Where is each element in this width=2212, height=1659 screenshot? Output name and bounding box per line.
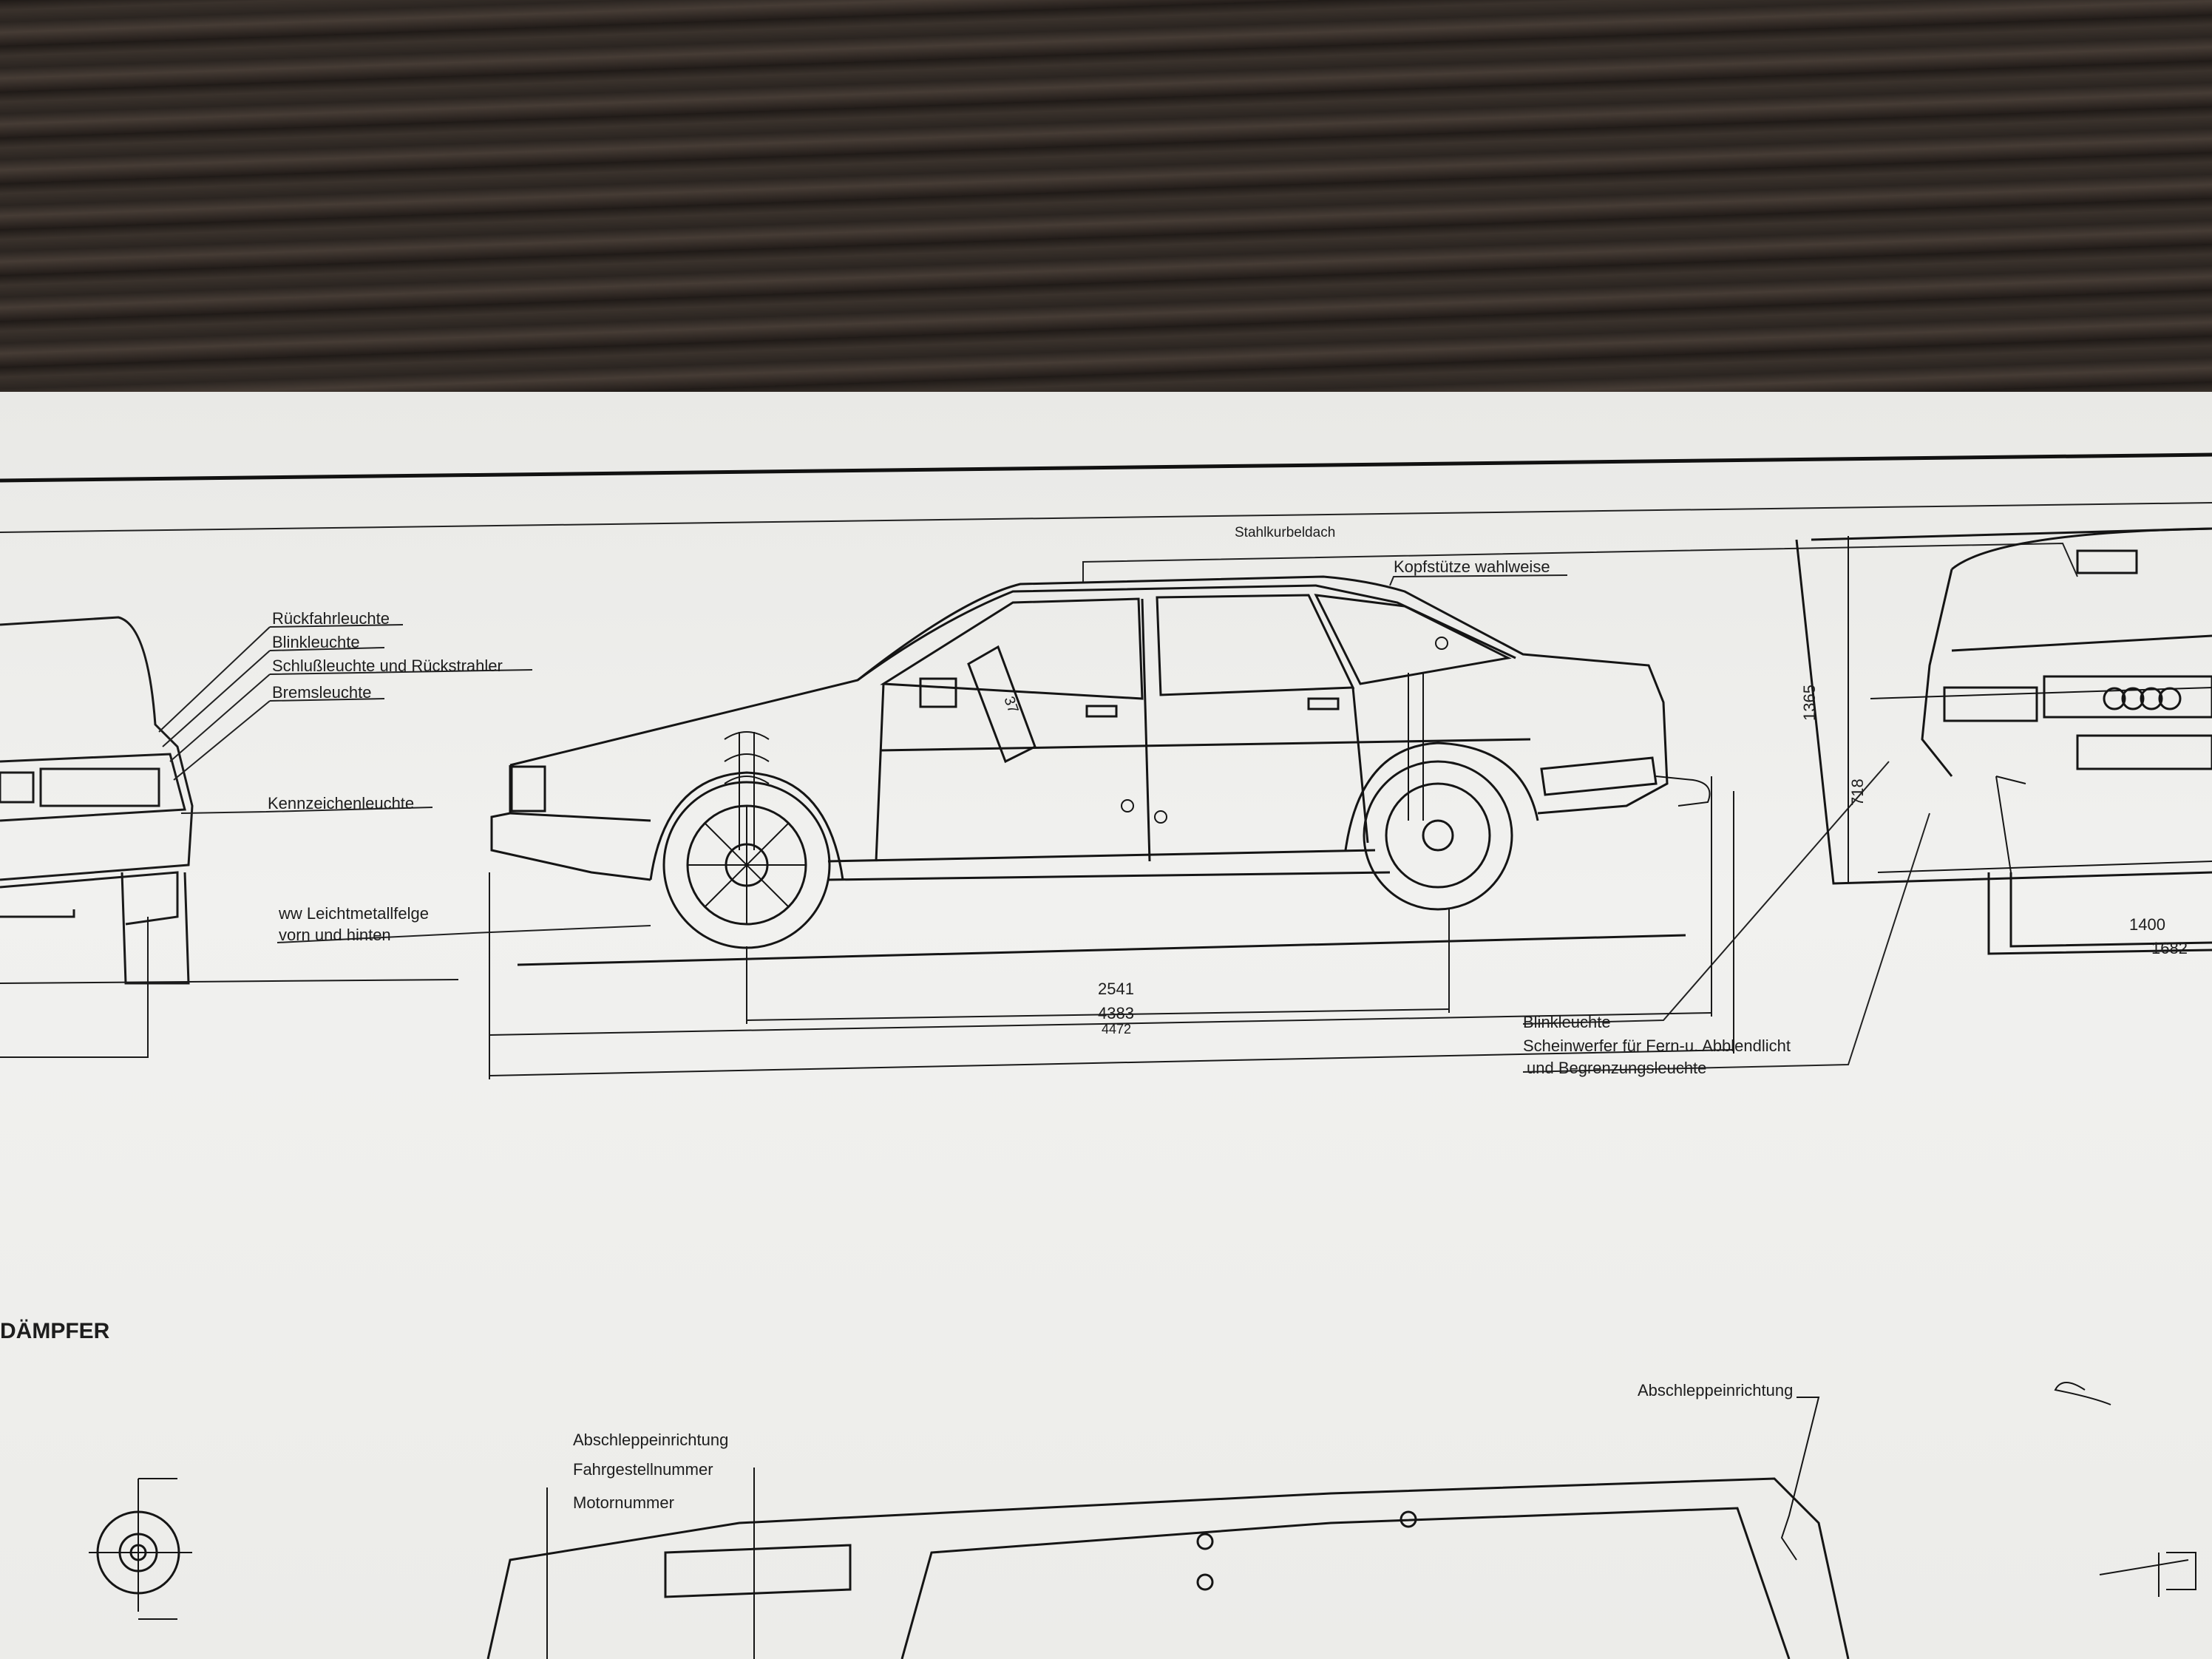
label-kennzeichenleuchte: Kennzeichenleuchte — [268, 794, 414, 812]
label-kopfstuetze: Kopfstütze wahlweise — [1394, 557, 1550, 576]
label-blinkleuchte-rear: Blinkleuchte — [272, 633, 360, 651]
lower-drawing — [89, 1382, 2196, 1659]
dim-width: 1682 — [2151, 939, 2188, 957]
rear-label-leaders — [158, 624, 651, 943]
label-blinkleuchte-front: Blinkleuchte — [1523, 1013, 1611, 1031]
label-begrenzungsleuchte: und Begrenzungsleuchte — [1527, 1059, 1706, 1077]
dim-height-b: 718 — [1848, 778, 1867, 806]
dim-height: 1365 — [1800, 685, 1819, 721]
label-daempfer: DÄMPFER — [0, 1319, 110, 1343]
front-view-drawing — [1795, 527, 2212, 955]
rear-view-drawing — [0, 616, 459, 1058]
side-label-leaders — [1082, 542, 2078, 1073]
dim-track: 1400 — [2129, 915, 2165, 934]
dim-length-a: 4383 — [1098, 1004, 1134, 1022]
label-vorn-hinten: vorn und hinten — [279, 926, 391, 944]
side-view-car — [490, 575, 1711, 966]
dimension-lines — [489, 776, 1734, 1079]
label-scheinwerfer: Scheinwerfer für Fern-u. Abblendlicht — [1523, 1037, 1791, 1055]
label-fahrgestellnummer: Fahrgestellnummer — [573, 1460, 713, 1479]
label-bremsleuchte: Bremsleuchte — [272, 683, 372, 702]
dim-wheelbase: 2541 — [1098, 980, 1134, 998]
label-schlussleuchte: Schlußleuchte und Rückstrahler — [272, 657, 503, 675]
label-leichtmetallfelge: ww Leichtmetallfelge — [278, 904, 429, 923]
dimension-values: 2541 4383 4472 1365 718 1400 1682 37 — [1000, 685, 2188, 1037]
label-abschleppeinrichtung-right: Abschleppeinrichtung — [1638, 1381, 1793, 1400]
dim-marker: 37 — [1000, 694, 1021, 715]
label-group: Rückfahrleuchte Blinkleuchte Schlußleuch… — [0, 525, 1793, 1512]
blueprint-paper — [0, 392, 2212, 1659]
label-abschleppeinrichtung-left: Abschleppeinrichtung — [573, 1431, 728, 1449]
label-stahlkurbeldach: Stahlkurbeldach — [1235, 525, 1335, 540]
label-motornummer: Motornummer — [573, 1493, 674, 1512]
label-rueckfahrleuchte: Rückfahrleuchte — [272, 609, 390, 628]
dim-length-b: 4472 — [1102, 1022, 1131, 1037]
wood-table-background — [0, 0, 2212, 414]
